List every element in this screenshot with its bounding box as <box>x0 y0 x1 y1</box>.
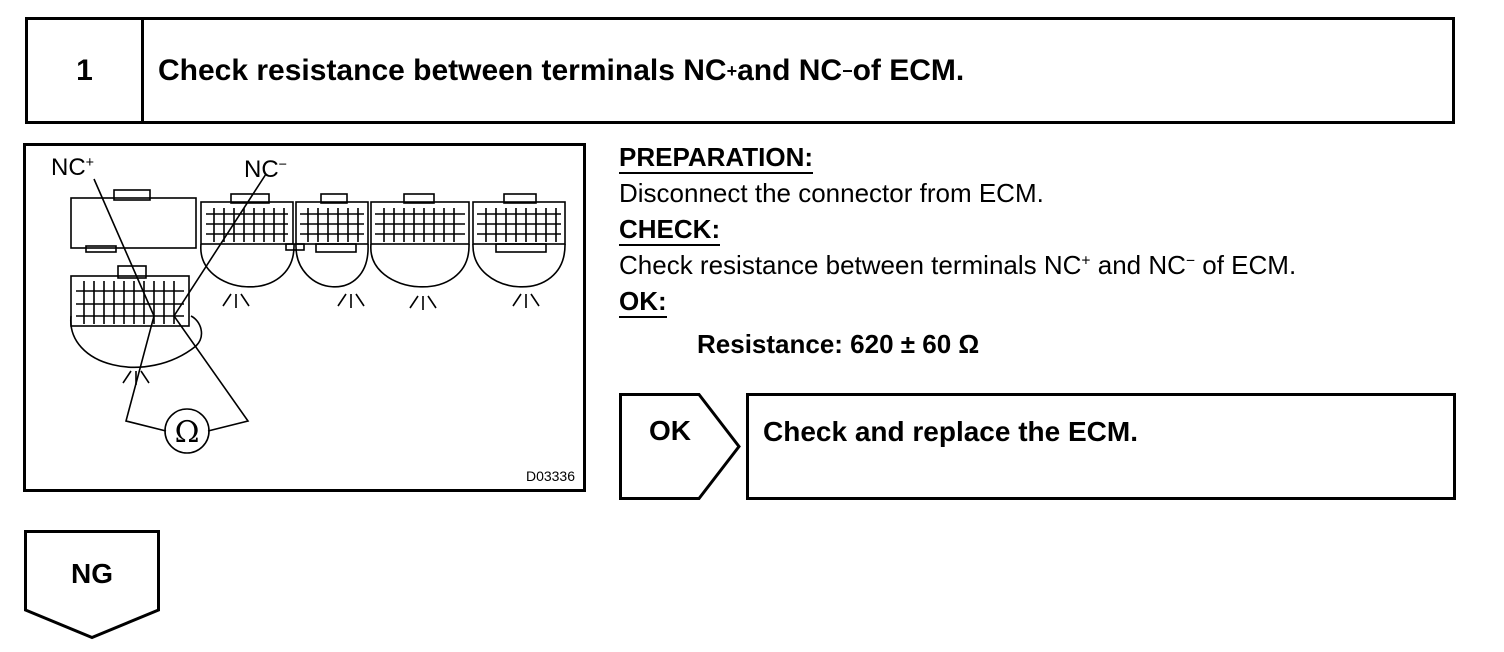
figure-code: D03336 <box>525 468 575 484</box>
nc-plus-label: NC+ <box>51 154 94 182</box>
nc-plus-base: NC <box>51 154 86 181</box>
check-suffix: of ECM. <box>1195 250 1297 280</box>
step-title-prefix: Check resistance between terminals NC <box>158 53 727 87</box>
preparation-heading: PREPARATION: <box>619 142 814 174</box>
ng-branch-arrow: NG <box>24 530 160 640</box>
ecm-connector-figure: Ω NC+ NC− D03336 <box>23 143 586 492</box>
ohm-symbol: Ω <box>175 415 200 450</box>
resistance-spec: Resistance: 620 ± 60 Ω <box>697 329 980 359</box>
nc-minus-base: NC <box>244 156 279 183</box>
check-prefix: Check resistance between terminals NC <box>619 250 1082 280</box>
step-number: 1 <box>28 20 144 121</box>
step-header: 1 Check resistance between terminals NC+… <box>25 17 1455 124</box>
step-title-suffix: of ECM. <box>852 53 965 87</box>
ok-branch-action: Check and replace the ECM. <box>746 393 1456 500</box>
ok-branch-arrow: OK <box>619 393 741 500</box>
nc-plus-sup: + <box>85 155 95 172</box>
preparation-text: Disconnect the connector from ECM. <box>619 178 1044 208</box>
nc-minus-label: NC− <box>244 156 287 184</box>
check-heading: CHECK: <box>619 214 721 246</box>
check-minus: − <box>1185 252 1196 270</box>
ok-heading: OK: <box>619 286 667 318</box>
right-arrow-icon <box>619 393 741 500</box>
check-text: Check resistance between terminals NC+ a… <box>619 246 1479 284</box>
check-mid: and NC <box>1090 250 1186 280</box>
ecm-connector-icon: Ω <box>70 173 566 454</box>
ng-branch-label: NG <box>71 558 113 589</box>
down-arrow-icon <box>24 530 160 640</box>
instructions: PREPARATION: Disconnect the connector fr… <box>619 140 1479 360</box>
ok-branch-label: OK <box>649 415 691 446</box>
check-plus: + <box>1081 252 1091 270</box>
nc-minus-sup: − <box>278 157 288 174</box>
step-title: Check resistance between terminals NC+ a… <box>158 53 965 87</box>
step-title-mid: and NC <box>737 53 843 87</box>
